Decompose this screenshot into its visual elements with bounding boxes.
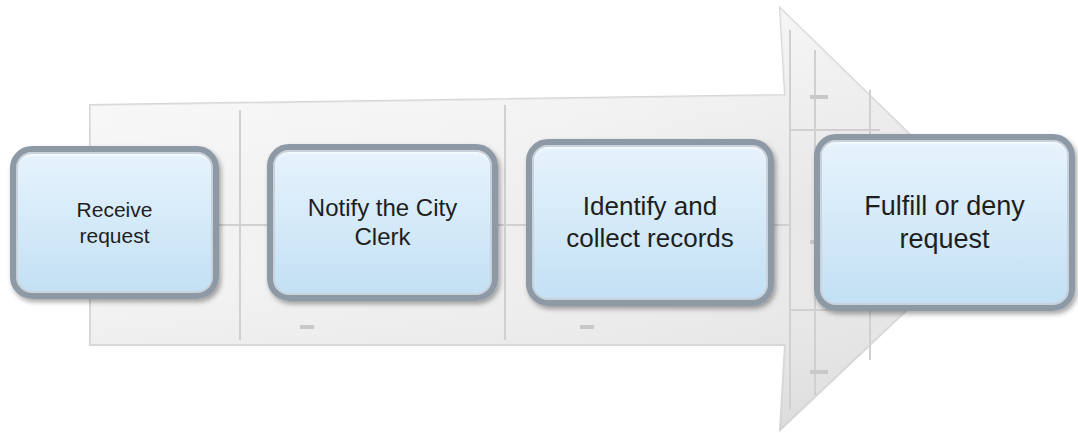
process-box: Receive request bbox=[10, 146, 219, 299]
process-box: Fulfill or deny request bbox=[814, 134, 1075, 311]
process-box: Notify the City Clerk bbox=[267, 144, 498, 301]
box-label: Identify and collect records bbox=[550, 191, 750, 253]
box-label: Fulfill or deny request bbox=[837, 190, 1052, 255]
box-content: Fulfill or deny request bbox=[837, 190, 1052, 255]
box-label: Receive request bbox=[60, 197, 170, 247]
box-content: Identify and collect records bbox=[550, 191, 750, 253]
box-content: Notify the City Clerk bbox=[288, 194, 478, 252]
process-box: Identify and collect records bbox=[526, 139, 774, 306]
box-label: Notify the City Clerk bbox=[288, 194, 478, 252]
box-content: Receive request bbox=[60, 197, 170, 247]
